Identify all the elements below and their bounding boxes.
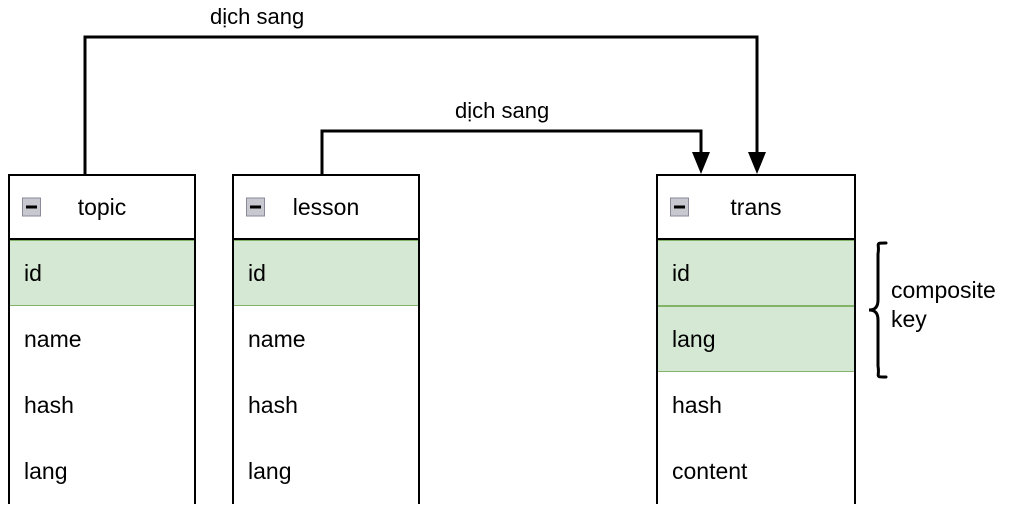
field-row[interactable]: id [10, 240, 194, 306]
field-row[interactable]: lang [234, 438, 418, 504]
minus-icon[interactable] [246, 197, 265, 217]
entity-header-trans[interactable]: trans [658, 176, 854, 240]
entity-table-trans[interactable]: trans id lang hash content [656, 174, 856, 504]
entity-header-lesson[interactable]: lesson [234, 176, 418, 240]
field-row[interactable]: id [234, 240, 418, 306]
entity-fields-lesson: id name hash lang [234, 240, 418, 504]
minus-icon[interactable] [22, 197, 41, 217]
edge-label-topic-to-trans: dịch sang [210, 4, 305, 29]
entity-title-lesson: lesson [292, 193, 360, 220]
connector-lesson-to-trans[interactable] [320, 129, 703, 174]
entity-fields-topic: id name hash lang [10, 240, 194, 504]
connector-topic-to-trans[interactable] [83, 35, 759, 174]
entity-header-topic[interactable]: topic [10, 176, 194, 240]
curly-brace-icon [868, 241, 888, 379]
field-row[interactable]: name [234, 306, 418, 372]
field-row[interactable]: hash [10, 372, 194, 438]
entity-title-trans: trans [730, 193, 782, 220]
entity-table-topic[interactable]: topic id name hash lang [8, 174, 196, 504]
entity-title-topic: topic [77, 193, 127, 220]
entity-table-lesson[interactable]: lesson id name hash lang [232, 174, 420, 504]
arrowhead-topic-to-trans [748, 152, 766, 174]
minus-icon[interactable] [670, 197, 689, 217]
field-row[interactable]: hash [234, 372, 418, 438]
field-row[interactable]: lang [658, 306, 854, 372]
field-row[interactable]: id [658, 240, 854, 306]
edge-label-lesson-to-trans: dịch sang [455, 98, 550, 123]
arrowhead-lesson-to-trans [692, 152, 710, 174]
field-row[interactable]: content [658, 438, 854, 504]
field-row[interactable]: hash [658, 372, 854, 438]
entity-fields-trans: id lang hash content [658, 240, 854, 504]
composite-key-label: composite key [891, 277, 996, 332]
field-row[interactable]: lang [10, 438, 194, 504]
field-row[interactable]: name [10, 306, 194, 372]
